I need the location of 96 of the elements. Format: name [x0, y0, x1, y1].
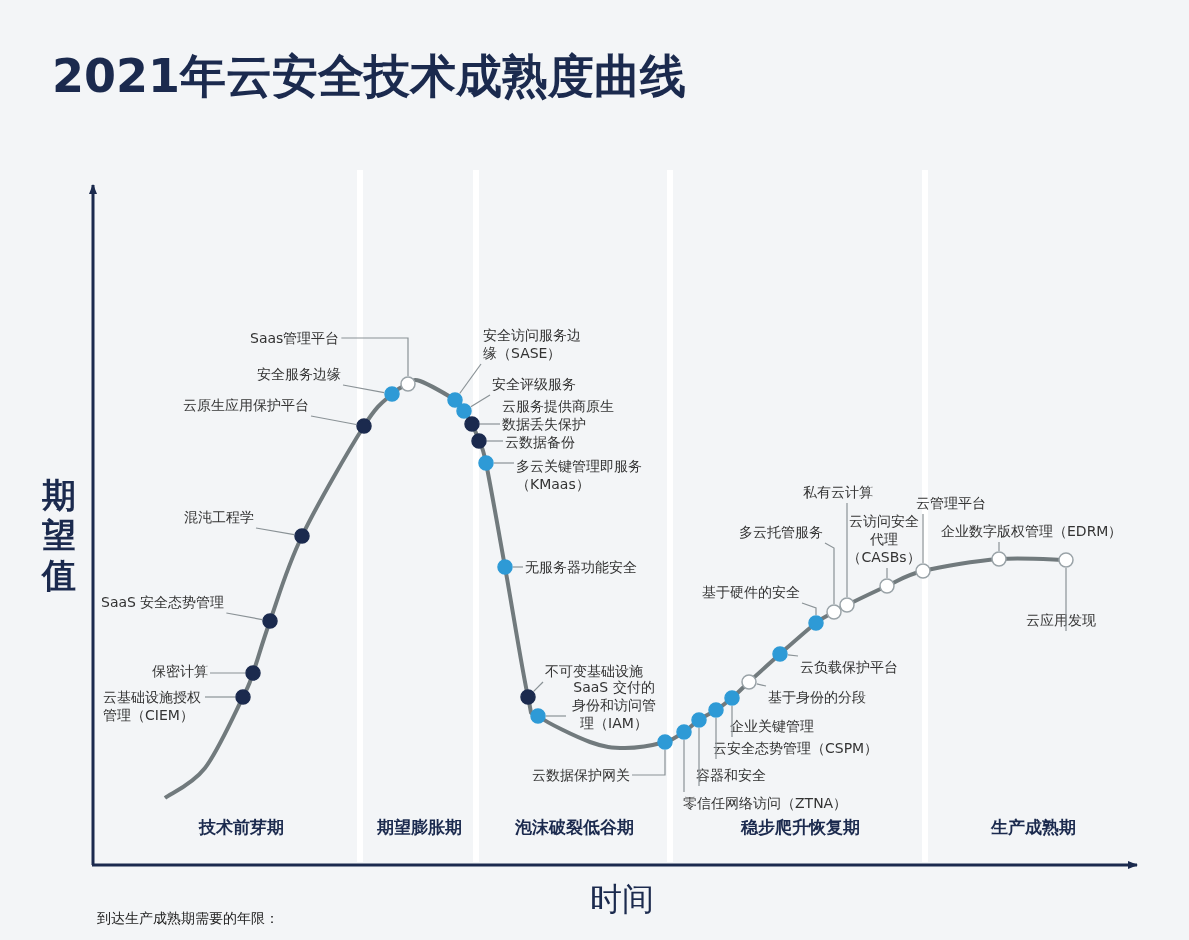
technology-dot — [772, 646, 788, 662]
technology-label: 保密计算 — [152, 662, 208, 680]
technology-dot — [497, 559, 513, 575]
technology-label: SaaS 交付的身份和访问管理（IAM） — [568, 678, 660, 732]
leader-line — [998, 541, 1000, 552]
technology-dot — [294, 528, 310, 544]
axis-title: 时间 — [590, 879, 654, 920]
technology-dot — [245, 665, 261, 681]
technology-dot — [879, 578, 895, 594]
leader-line — [342, 384, 385, 394]
technology-label: 混沌工程学 — [184, 508, 254, 526]
leader-line — [922, 513, 924, 564]
technology-label: 云应用发现 — [1026, 611, 1096, 629]
footnote: 到达生产成熟期需要的年限： — [97, 910, 279, 928]
technology-label: 云访问安全代理（CASBs） — [846, 512, 922, 566]
leader-line — [470, 394, 491, 408]
technology-label: 不可变基础设施 — [545, 662, 643, 680]
leader-line — [479, 423, 501, 425]
technology-dot — [478, 455, 494, 471]
leader-line — [310, 415, 357, 426]
leader-line — [255, 527, 295, 536]
leader-line — [225, 612, 263, 621]
technology-dot — [384, 386, 400, 402]
technology-label: 多云托管服务 — [739, 523, 823, 541]
leader-line — [846, 502, 848, 598]
leader-line — [204, 696, 236, 698]
leader-line — [533, 681, 544, 692]
stage-label: 稳步爬升恢复期 — [740, 816, 860, 839]
stage-label: 生产成熟期 — [990, 816, 1076, 839]
technology-label: 云服务提供商原生数据丢失保护 — [502, 397, 618, 433]
technology-dot — [456, 403, 472, 419]
leader-line — [209, 672, 246, 674]
technology-label: 安全评级服务 — [492, 375, 576, 393]
stage-label: 泡沫破裂低谷期 — [514, 816, 634, 839]
technology-label: 企业关键管理 — [730, 717, 814, 735]
leader-line — [824, 542, 835, 605]
technology-label: 云数据备份 — [505, 433, 575, 451]
chart-title: 2021年云安全技术成熟度曲线 — [52, 48, 687, 105]
leader-line — [801, 602, 817, 616]
technology-label: 企业数字版权管理（EDRM） — [941, 522, 1123, 540]
technology-dot — [657, 734, 673, 750]
technology-label: 云数据保护网关 — [532, 766, 630, 784]
technology-dot — [1058, 552, 1074, 568]
leader-line — [683, 739, 685, 793]
technology-label: 容器和安全 — [696, 766, 766, 784]
technology-label: 云原生应用保护平台 — [183, 396, 309, 414]
technology-dot — [708, 702, 724, 718]
technology-dot — [676, 724, 692, 740]
technology-label: 基于硬件的安全 — [702, 583, 800, 601]
technology-dot — [471, 433, 487, 449]
technology-dot — [826, 604, 842, 620]
leader-line — [486, 440, 504, 442]
technology-dot — [839, 597, 855, 613]
stage-label: 期望膨胀期 — [376, 816, 462, 839]
technology-label: SaaS 安全态势管理 — [101, 593, 225, 611]
technology-dot — [915, 563, 931, 579]
technology-dot — [741, 674, 757, 690]
technology-dot — [991, 551, 1007, 567]
technology-dot — [808, 615, 824, 631]
technology-label: Saas管理平台 — [250, 329, 340, 347]
technology-label: 云负载保护平台 — [800, 658, 898, 676]
leader-line — [787, 654, 799, 657]
technology-dot — [691, 712, 707, 728]
technology-label: 基于身份的分段 — [768, 688, 866, 706]
leader-line — [1065, 567, 1067, 632]
technology-dot — [724, 690, 740, 706]
leader-line — [886, 567, 888, 579]
leader-line — [340, 337, 409, 377]
technology-dot — [235, 689, 251, 705]
technology-dot — [530, 708, 546, 724]
leader-line — [631, 749, 666, 776]
technology-dot — [400, 376, 416, 392]
technology-dot — [520, 689, 536, 705]
technology-dot — [262, 613, 278, 629]
leader-line — [698, 727, 700, 787]
leader-line — [459, 363, 482, 395]
technology-label: 安全访问服务边缘（SASE） — [483, 326, 583, 362]
technology-label: 私有云计算 — [803, 483, 873, 501]
leader-line — [715, 717, 717, 760]
leader-line — [512, 566, 524, 568]
stage-label: 技术前芽期 — [198, 816, 284, 839]
technology-label: 多云关键管理即服务（KMaas） — [516, 457, 666, 493]
leader-line — [756, 683, 767, 687]
technology-label: 安全服务边缘 — [257, 365, 341, 383]
technology-label: 零信任网络访问（ZTNA） — [683, 794, 848, 812]
axis-title: 期望值 — [42, 475, 77, 595]
technology-label: 无服务器功能安全 — [525, 558, 637, 576]
technology-label: 云基础设施授权管理（CIEM） — [103, 688, 203, 724]
leader-line — [493, 462, 515, 464]
leader-line — [731, 705, 733, 738]
leader-line — [545, 715, 567, 717]
technology-label: 云管理平台 — [916, 494, 986, 512]
technology-dot — [464, 416, 480, 432]
technology-label: 云安全态势管理（CSPM） — [713, 739, 879, 757]
technology-dot — [356, 418, 372, 434]
technology-dot — [447, 392, 463, 408]
